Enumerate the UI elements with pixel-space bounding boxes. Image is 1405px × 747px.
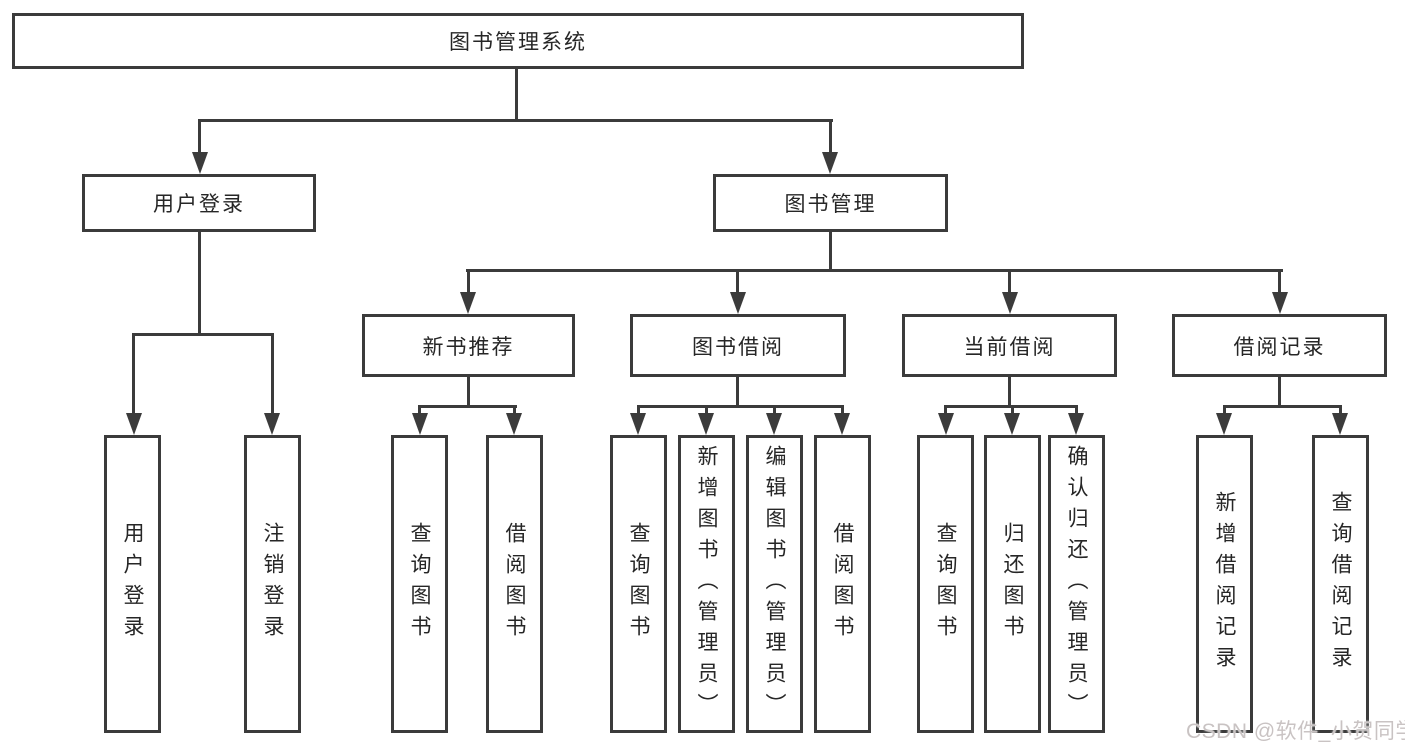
arrow-down-icon: [1002, 292, 1018, 314]
arrow-down-icon: [192, 152, 208, 174]
leaf-records-query-label: 查询借阅记录: [1329, 491, 1352, 677]
node-borrow-records-label: 借阅记录: [1233, 335, 1326, 359]
node-current-borrow-label: 当前借阅: [963, 335, 1056, 359]
connector-line: [418, 405, 421, 416]
connector-line: [467, 377, 470, 407]
connector-line: [736, 269, 739, 295]
connector-line: [513, 405, 516, 416]
arrow-down-icon: [126, 413, 142, 435]
csdn-watermark: CSDN @软件_小贺同学: [1186, 720, 1405, 743]
connector-line: [705, 405, 708, 416]
leaf-borrow-edit-admin: 编辑图书（管理员）: [746, 435, 803, 733]
arrow-down-icon: [938, 413, 954, 435]
arrow-down-icon: [264, 413, 280, 435]
connector-line: [829, 119, 832, 155]
connector-line: [829, 232, 832, 271]
arrow-down-icon: [630, 413, 646, 435]
arrow-down-icon: [412, 413, 428, 435]
connector-line: [132, 333, 274, 336]
arrow-down-icon: [766, 413, 782, 435]
node-root-system: 图书管理系统: [12, 13, 1024, 69]
arrow-down-icon: [1004, 413, 1020, 435]
connector-line: [1278, 269, 1281, 295]
leaf-borrow-borrow-label: 借阅图书: [831, 522, 854, 646]
leaf-newbooks-borrow: 借阅图书: [486, 435, 543, 733]
connector-line: [198, 119, 833, 122]
connector-line: [1011, 405, 1014, 416]
node-user-login-label: 用户登录: [153, 193, 245, 216]
node-book-borrow: 图书借阅: [630, 314, 846, 377]
node-current-borrow: 当前借阅: [902, 314, 1117, 377]
leaf-newbooks-borrow-label: 借阅图书: [503, 522, 526, 646]
connector-line: [515, 68, 518, 122]
connector-line: [637, 405, 640, 416]
arrow-down-icon: [834, 413, 850, 435]
arrow-down-icon: [1332, 413, 1348, 435]
leaf-newbooks-query: 查询图书: [391, 435, 448, 733]
leaf-user-login: 用户登录: [104, 435, 161, 733]
leaf-records-add-label: 新增借阅记录: [1213, 491, 1236, 677]
leaf-user-login-label: 用户登录: [121, 522, 144, 646]
leaf-current-return-label: 归还图书: [1001, 522, 1024, 646]
arrow-down-icon: [506, 413, 522, 435]
leaf-logout-login: 注销登录: [244, 435, 301, 733]
leaf-borrow-add-admin: 新增图书（管理员）: [678, 435, 735, 733]
connector-line: [773, 405, 776, 416]
arrow-down-icon: [460, 292, 476, 314]
connector-line: [466, 269, 1283, 272]
leaf-borrow-edit-admin-label: 编辑图书（管理员）: [763, 444, 786, 724]
connector-line: [736, 377, 739, 407]
node-book-management: 图书管理: [713, 174, 948, 232]
leaf-current-confirm-admin: 确认归还（管理员）: [1048, 435, 1105, 733]
connector-line: [467, 269, 470, 295]
node-new-book-recommend: 新书推荐: [362, 314, 575, 377]
arrow-down-icon: [1068, 413, 1084, 435]
arrow-down-icon: [1272, 292, 1288, 314]
connector-line: [132, 333, 135, 416]
connector-line: [1008, 377, 1011, 407]
connector-line: [1223, 405, 1342, 408]
connector-line: [1223, 405, 1226, 416]
connector-line: [841, 405, 844, 416]
connector-line: [1339, 405, 1342, 416]
leaf-records-add: 新增借阅记录: [1196, 435, 1253, 733]
leaf-records-query: 查询借阅记录: [1312, 435, 1369, 733]
leaf-borrow-add-admin-label: 新增图书（管理员）: [695, 444, 718, 724]
arrow-down-icon: [698, 413, 714, 435]
node-borrow-records: 借阅记录: [1172, 314, 1387, 377]
leaf-current-return: 归还图书: [984, 435, 1041, 733]
connector-line: [944, 405, 947, 416]
leaf-borrow-borrow: 借阅图书: [814, 435, 871, 733]
node-user-login: 用户登录: [82, 174, 316, 232]
connector-line: [1075, 405, 1078, 416]
node-book-borrow-label: 图书借阅: [692, 335, 784, 359]
connector-line: [418, 405, 517, 408]
node-new-book-recommend-label: 新书推荐: [422, 335, 515, 359]
node-root-label: 图书管理系统: [449, 31, 587, 54]
node-book-management-label: 图书管理: [784, 193, 877, 216]
connector-line: [1278, 377, 1281, 407]
leaf-newbooks-query-label: 查询图书: [408, 522, 431, 646]
leaf-borrow-query-label: 查询图书: [627, 522, 650, 646]
leaf-logout-login-label: 注销登录: [261, 522, 284, 646]
connector-line: [637, 405, 844, 408]
connector-line: [1008, 269, 1011, 295]
leaf-current-query: 查询图书: [917, 435, 974, 733]
arrow-down-icon: [822, 152, 838, 174]
arrow-down-icon: [730, 292, 746, 314]
connector-line: [198, 119, 201, 155]
leaf-current-confirm-admin-label: 确认归还（管理员）: [1065, 444, 1088, 724]
leaf-borrow-query: 查询图书: [610, 435, 667, 733]
connector-line: [271, 333, 274, 416]
leaf-current-query-label: 查询图书: [934, 522, 957, 646]
connector-line: [198, 232, 201, 335]
arrow-down-icon: [1216, 413, 1232, 435]
